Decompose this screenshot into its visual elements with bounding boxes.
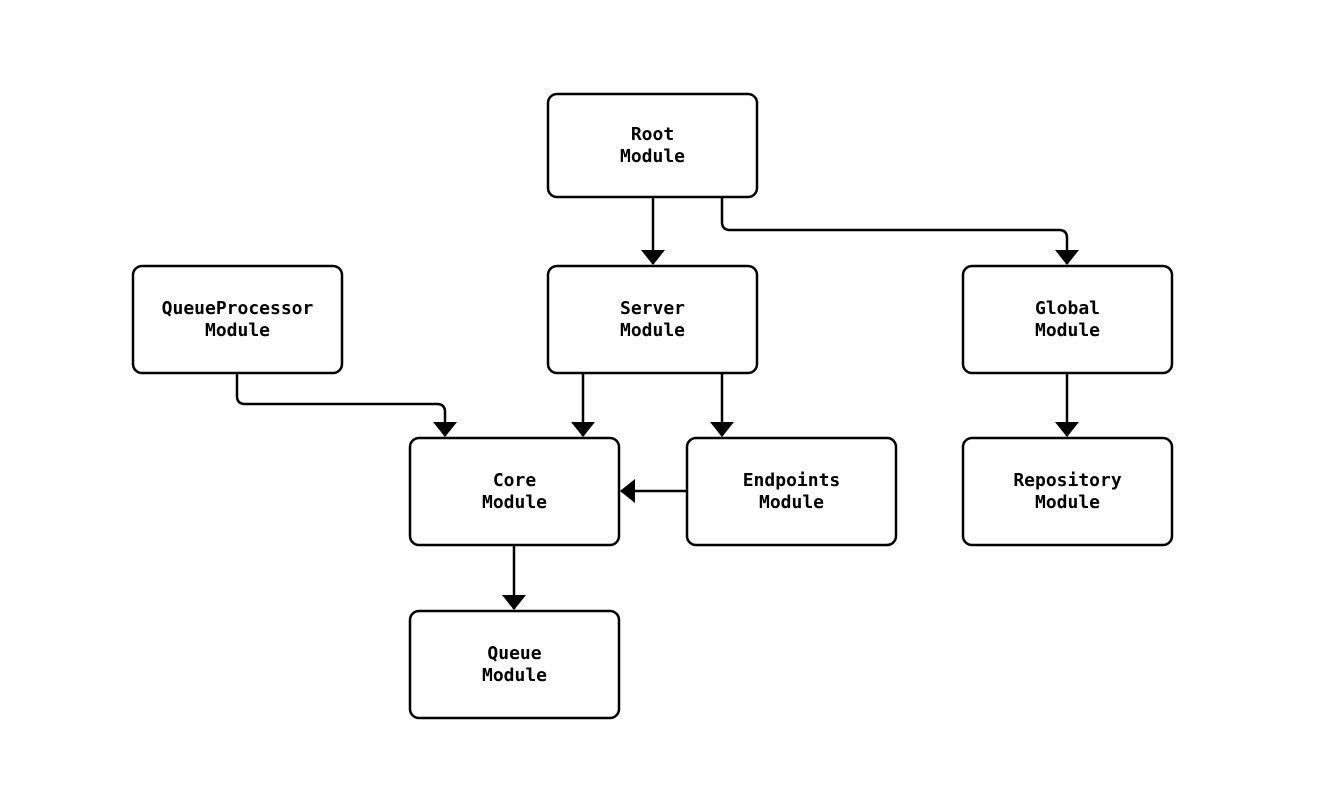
- edge-queueprocessor-to-core: [235, 373, 457, 437]
- node-core-label-line1: Core: [493, 470, 537, 491]
- node-queueprocessor-label-line1: QueueProcessor: [162, 298, 314, 319]
- node-global-label-line1: Global: [1035, 298, 1100, 319]
- node-server-label-line2: Module: [620, 320, 685, 341]
- node-core-label-line2: Module: [482, 492, 547, 513]
- node-root-box: [546, 92, 759, 199]
- nodes-layer: RootModuleQueueProcessorModuleServerModu…: [131, 92, 1174, 720]
- node-queueprocessor-box: [131, 264, 344, 375]
- node-repository-box: [961, 436, 1174, 547]
- edge-root-to-global: [720, 197, 1079, 265]
- node-repository-label-line2: Module: [1035, 492, 1100, 513]
- node-server-label-line1: Server: [620, 298, 685, 319]
- node-core-box: [408, 436, 621, 547]
- node-queue-label-line2: Module: [482, 665, 547, 686]
- node-root-label-line2: Module: [620, 146, 685, 167]
- node-queueprocessor-label-line2: Module: [205, 320, 270, 341]
- node-endpoints-label-line2: Module: [759, 492, 824, 513]
- node-endpoints-label-line1: Endpoints: [743, 470, 841, 491]
- node-queue-label-line1: Queue: [487, 643, 541, 664]
- node-queue-box: [408, 609, 621, 720]
- node-endpoints-box: [685, 436, 898, 547]
- node-global-label-line2: Module: [1035, 320, 1100, 341]
- node-server-box: [546, 264, 759, 375]
- edges-layer: [235, 197, 1079, 610]
- node-repository-label-line1: Repository: [1013, 470, 1122, 491]
- node-root-label-line1: Root: [631, 124, 674, 145]
- node-global-box: [961, 264, 1174, 375]
